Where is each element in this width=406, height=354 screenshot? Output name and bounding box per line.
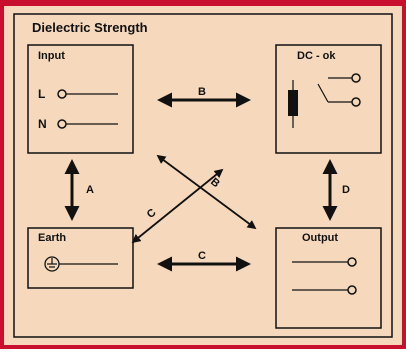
input-pin-n-label: N bbox=[38, 117, 47, 131]
relay-coil-icon bbox=[288, 90, 298, 116]
arrow-a-label: A bbox=[86, 184, 94, 196]
output-box: Output bbox=[275, 227, 382, 329]
input-pin-l-terminal bbox=[57, 89, 67, 99]
relay-contact-icon bbox=[317, 83, 329, 103]
dc-ok-box-label: DC - ok bbox=[297, 50, 336, 62]
arrow-earth-output: C bbox=[157, 250, 251, 272]
arrow-input-dc-ok: B bbox=[157, 86, 251, 108]
arrow-b-label-top: B bbox=[198, 86, 206, 98]
arrow-dc-ok-output: D bbox=[322, 159, 350, 221]
arrow-input-earth: A bbox=[64, 159, 94, 221]
input-pin-n-terminal bbox=[57, 119, 67, 129]
arrow-d-label: D bbox=[342, 184, 350, 196]
earth-box: Earth bbox=[27, 227, 134, 289]
arrow-c-label-bottom: C bbox=[198, 250, 206, 262]
earth-box-label: Earth bbox=[38, 232, 66, 244]
inner-border bbox=[13, 13, 393, 338]
dc-ok-box: DC - ok bbox=[275, 44, 382, 154]
input-pin-l-label: L bbox=[38, 87, 45, 101]
output-box-label: Output bbox=[302, 232, 338, 244]
diagram-title: Dielectric Strength bbox=[32, 20, 148, 35]
input-box: Input L N bbox=[27, 44, 134, 154]
input-box-label: Input bbox=[38, 50, 65, 62]
